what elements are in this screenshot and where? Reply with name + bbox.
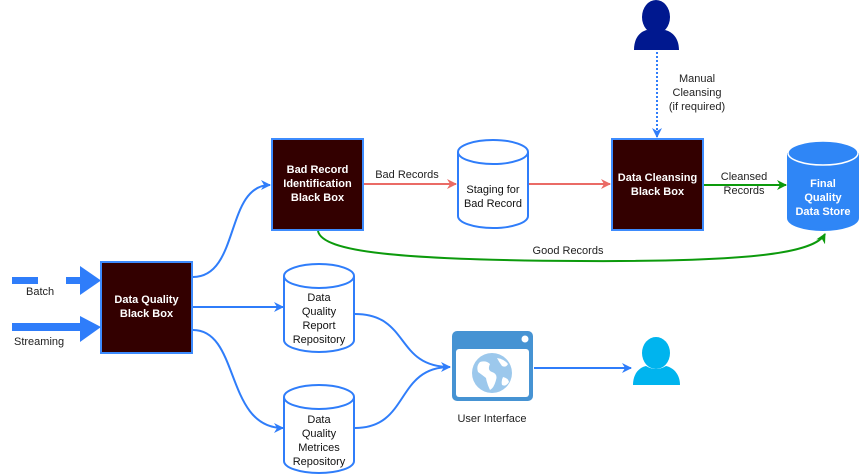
staging-bad-record-store[interactable]: Staging for Bad Record (457, 139, 529, 229)
dq-box-line-2: Black Box (120, 308, 174, 320)
staging-line-2: Bad Record (464, 198, 522, 210)
metrics-repo-line-2: Quality (302, 428, 337, 440)
report-repo-line-2: Quality (302, 306, 337, 318)
bad-records-label: Bad Records (375, 169, 439, 181)
cleansed-line-2: Records (724, 185, 765, 197)
edge-dq-to-bad-record (192, 180, 271, 278)
good-records-label: Good Records (533, 245, 604, 257)
manual-line-2: Cleansing (673, 87, 722, 99)
report-repo-line-4: Repository (293, 334, 346, 346)
globe-icon (472, 353, 512, 393)
bad-record-box-line-3: Black Box (291, 192, 345, 204)
batch-input-arrow (12, 266, 101, 295)
edge-report-to-ui (354, 313, 451, 372)
cleansed-line-1: Cleansed (721, 171, 767, 183)
streaming-label: Streaming (14, 336, 64, 348)
cleansing-box-line-2: Black Box (631, 186, 685, 198)
manual-user-icon (634, 0, 679, 50)
metrics-repo-line-1: Data (307, 414, 331, 426)
final-store-line-2: Quality (804, 192, 842, 204)
data-quality-black-box[interactable]: Data Quality Black Box (100, 261, 193, 354)
bad-record-identification-box[interactable]: Bad Record Identification Black Box (271, 138, 364, 231)
report-repo-line-3: Report (302, 320, 335, 332)
edge-dq-to-metrics-repo (192, 329, 284, 433)
final-store-line-3: Data Store (795, 206, 850, 218)
cleansing-box-line-1: Data Cleansing (618, 172, 697, 184)
edge-metrics-to-ui (354, 366, 451, 429)
streaming-input-arrow (12, 316, 101, 342)
final-store-line-1: Final (810, 178, 836, 190)
bad-record-box-line-2: Identification (283, 178, 352, 190)
user-interface-label: User Interface (457, 413, 526, 425)
staging-line-1: Staging for (466, 184, 520, 196)
report-repo-line-1: Data (307, 292, 331, 304)
bad-record-box-line-1: Bad Record (287, 164, 349, 176)
manual-line-1: Manual (679, 73, 715, 85)
metrics-repository-store[interactable]: Data Quality Metrices Repository (283, 384, 355, 474)
end-user-icon (633, 337, 680, 385)
report-repository-store[interactable]: Data Quality Report Repository (283, 263, 355, 353)
manual-line-3: (if required) (669, 101, 725, 113)
metrics-repo-line-4: Repository (293, 456, 346, 468)
batch-label: Batch (26, 286, 54, 298)
dq-box-line-1: Data Quality (114, 294, 179, 306)
metrics-repo-line-3: Metrices (298, 442, 340, 454)
edge-good-records (317, 230, 826, 263)
data-cleansing-black-box[interactable]: Data Cleansing Black Box (611, 138, 704, 231)
user-interface-browser-icon[interactable] (452, 331, 533, 401)
final-quality-data-store[interactable]: Final Quality Data Store (787, 140, 859, 231)
